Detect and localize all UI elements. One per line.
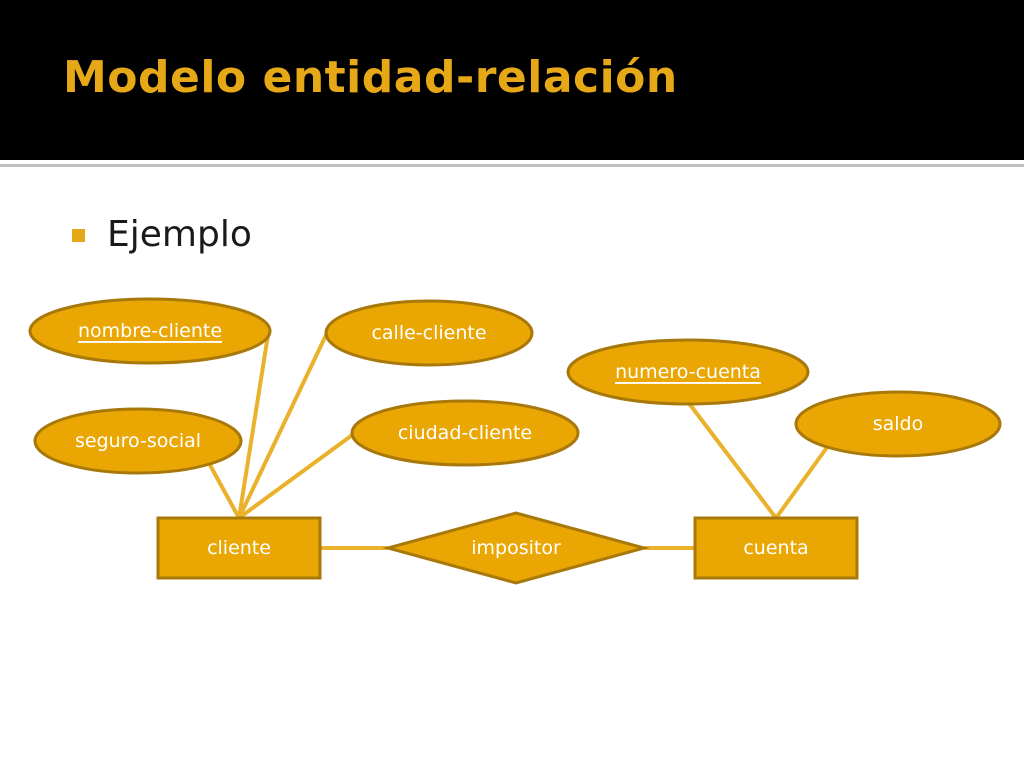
relationship-impositor [382, 511, 650, 585]
edges-group [208, 332, 830, 550]
edge-saldo-cuenta [774, 444, 830, 520]
relationship-label-impositor: impositor [471, 537, 561, 559]
entity-cuenta [693, 516, 859, 580]
entity-cliente [156, 516, 322, 580]
attribute-label-nombre-cliente: nombre-cliente [78, 320, 222, 342]
attribute-numero-cuenta [566, 338, 810, 406]
edge-seguro-social-cliente [208, 464, 241, 519]
bullet-text: Ejemplo [107, 214, 252, 255]
edge-numero-cuenta-cuenta [686, 400, 778, 520]
attribute-calle-cliente [324, 299, 534, 367]
attribute-ciudad-cliente [350, 399, 580, 467]
attribute-label-numero-cuenta: numero-cuenta [615, 361, 761, 383]
slide-title: Modelo entidad-relación [63, 52, 678, 103]
attribute-label-saldo: saldo [873, 413, 924, 435]
entity-box-cuenta [693, 516, 859, 580]
bullet-item: Ejemplo [72, 214, 252, 255]
attribute-label-seguro-social: seguro-social [75, 430, 201, 452]
edge-ciudad-cliente-cliente [237, 431, 357, 520]
entity-label-cliente: cliente [207, 537, 271, 559]
title-bar: Modelo entidad-relación [0, 0, 1024, 160]
attribute-seguro-social [33, 407, 243, 475]
attribute-label-ciudad-cliente: ciudad-cliente [398, 422, 532, 444]
entity-label-cuenta: cuenta [743, 537, 808, 559]
title-rule-grey [0, 164, 1024, 167]
attribute-saldo [794, 390, 1002, 458]
edge-calle-cliente-cliente [237, 332, 329, 519]
attribute-label-calle-cliente: calle-cliente [371, 322, 486, 344]
shapes-group: cliente cuenta impositor nombre-cliente call… [28, 297, 1002, 585]
title-rule-white [0, 160, 1024, 163]
attribute-nombre-cliente [28, 297, 272, 365]
entity-box-cliente [156, 516, 322, 580]
edge-nombre-cliente-cliente [237, 334, 270, 519]
bullet-square-icon [72, 229, 85, 242]
